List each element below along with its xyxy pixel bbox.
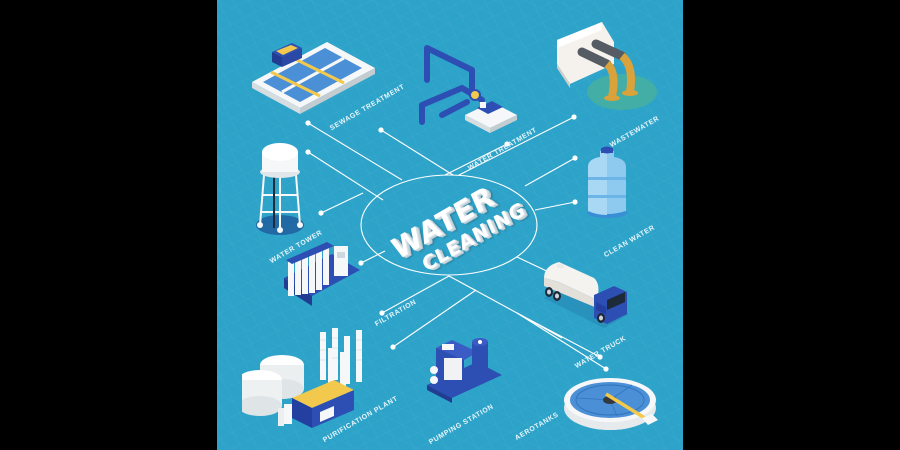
pumping-station-icon — [427, 338, 502, 403]
connector-lines — [305, 114, 609, 372]
infographic-canvas: WATER CLEANING — [217, 0, 683, 450]
purification-plant-icon — [242, 328, 362, 428]
water-tower-icon — [256, 143, 304, 235]
water-bottle-icon — [587, 146, 627, 218]
center-title: WATER CLEANING — [367, 178, 537, 276]
sewage-treatment-icon — [252, 42, 375, 114]
wastewater-outflow-icon — [557, 22, 657, 110]
filtration-unit-icon — [284, 242, 360, 306]
tank-truck-icon — [544, 262, 629, 328]
aerotank-icon — [564, 378, 658, 430]
water-treatment-pipes-icon — [419, 45, 517, 133]
center-ellipse — [360, 174, 538, 276]
